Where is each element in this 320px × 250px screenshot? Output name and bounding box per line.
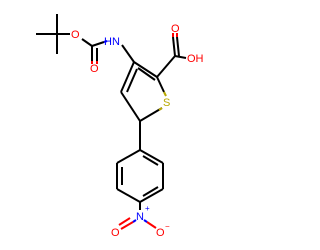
bond (116, 188, 141, 203)
sulfur-bonds (158, 91, 167, 111)
atom-label-hydroxyl: OH (187, 53, 204, 65)
bond (139, 149, 164, 164)
bond (174, 55, 187, 59)
charge-plus: + (145, 204, 150, 213)
atom-label-nitro-nitrogen: N (136, 211, 144, 223)
bond (156, 55, 176, 78)
atom-label-ester-oxygen: O (71, 29, 80, 41)
bond (176, 36, 180, 57)
bond (91, 41, 105, 47)
bond (142, 155, 159, 166)
bond (81, 38, 93, 47)
bond (133, 61, 158, 78)
atom-label-nitro-oxygen-single: O (156, 227, 165, 239)
atom-label-nh: HN (104, 36, 120, 48)
bond (126, 68, 138, 93)
bond (139, 107, 163, 122)
bond (137, 67, 156, 81)
bond (132, 219, 137, 223)
bond (163, 91, 167, 97)
bonds (36, 14, 187, 210)
bond (139, 188, 164, 203)
bond (120, 61, 135, 93)
nitrogen-bonds (103, 40, 148, 223)
bond (120, 221, 134, 230)
atom-label-acid-oxygen: O (171, 23, 180, 35)
atom-label-carbamate-oxygen: O (90, 63, 99, 75)
structure-canvas: HN O O O OH S N + O O − (36, 14, 204, 239)
molecule-diagram: HN O O O OH S N + O O − (36, 14, 204, 239)
bond (146, 221, 157, 229)
oxygen-bonds (91, 33, 178, 230)
bond (172, 36, 176, 57)
charge-minus: − (165, 222, 170, 231)
bond (116, 149, 141, 164)
bond (158, 107, 163, 111)
atom-label-nitro-oxygen-double: O (111, 227, 120, 239)
atom-label-sulfur: S (163, 97, 170, 109)
bond (103, 40, 108, 43)
bond (142, 186, 159, 197)
bond (143, 219, 148, 223)
bond (121, 44, 135, 63)
bond (120, 91, 141, 122)
bond (156, 76, 165, 93)
bond (118, 217, 131, 226)
